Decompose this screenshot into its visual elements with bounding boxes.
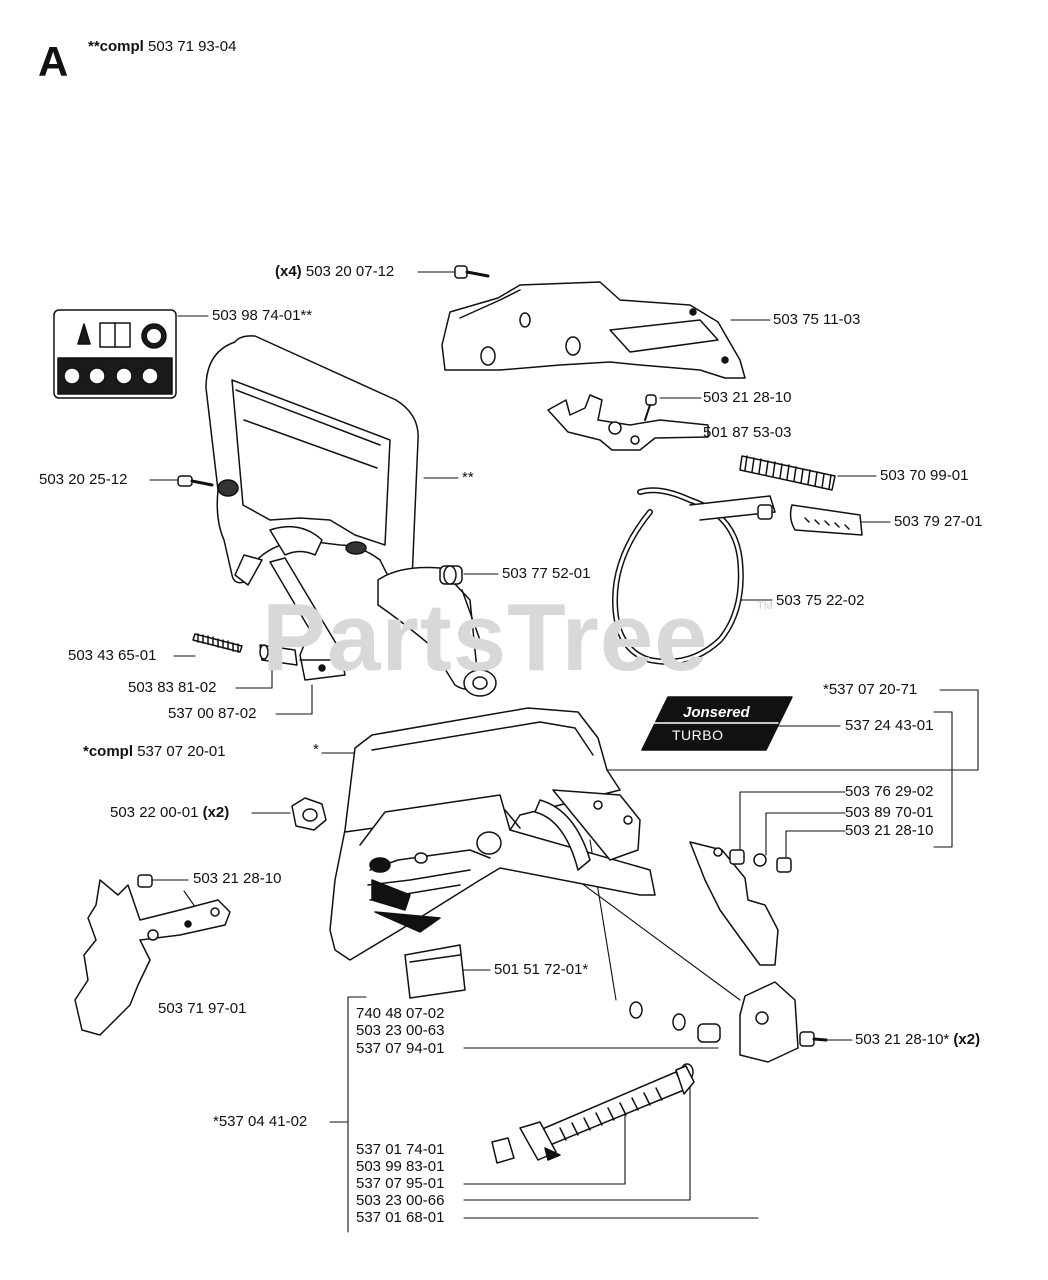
hand-guard [205, 335, 497, 697]
header-number: 503 71 93-04 [148, 38, 237, 55]
brake-lever [269, 557, 346, 681]
brake-band [612, 487, 776, 665]
qty-x2: (x2) [953, 1031, 981, 1048]
label-503-75-11-03: 503 75 11-03 [773, 311, 861, 328]
badge-brand: Jonsered [683, 704, 750, 721]
pin-503-79-27-01 [789, 504, 863, 536]
label-503-43-65-01: 503 43 65-01 [68, 647, 157, 664]
adjuster-housing [739, 981, 828, 1063]
part-number: 503 21 28-10* [855, 1031, 950, 1048]
spring-503-70-99-01 [739, 455, 836, 491]
felt-pad [404, 944, 466, 999]
label-537-24-43-01: 537 24 43-01 [845, 717, 934, 734]
label-501-87-53-03: 501 87 53-03 [703, 424, 792, 441]
screw-503-20-25-12 [177, 475, 214, 487]
qty-x4: (x4) [275, 263, 302, 280]
compl-prefix: *compl [83, 743, 134, 760]
label-537-00-87-02: 537 00 87-02 [168, 705, 257, 722]
screw-503-20-07-12 [454, 265, 490, 279]
part-number: 503 20 07-12 [305, 263, 395, 280]
label-503-23-00-66: 503 23 00-66 [356, 1192, 445, 1209]
label-503-21-28-10-a: 503 21 28-10 [703, 389, 792, 406]
label-compl-537-07-20-01: *compl 537 07 20-01 [83, 743, 226, 761]
label-503-20-25-12: 503 20 25-12 [39, 471, 128, 488]
label-501-51-72-01: 501 51 72-01* [494, 961, 589, 978]
leader-lines [149, 271, 979, 1233]
chain-catcher-plate [689, 841, 792, 966]
badge-model: TURBO [672, 727, 724, 743]
label-537-01-74-01: 537 01 74-01 [356, 1141, 445, 1158]
label-740-48-07-02: 740 48 07-02 [356, 1005, 445, 1022]
label-503-99-83-01: 503 99 83-01 [356, 1158, 445, 1175]
brake-cover-plate [441, 281, 746, 379]
label-503-83-81-02: 503 83 81-02 [128, 679, 217, 696]
label-503-98-74-01: 503 98 74-01** [212, 307, 313, 324]
label-503-89-70-01: 503 89 70-01 [845, 804, 934, 821]
header-compl-number: **compl 503 71 93-04 [88, 38, 236, 56]
tension-screw [491, 1065, 695, 1164]
watermark-tm: TM [757, 600, 773, 612]
qty-x2: (x2) [202, 804, 230, 821]
watermark-text: PartsTree [262, 584, 709, 691]
sleeve-503-83-81-02 [259, 644, 298, 666]
label-503-79-27-01: 503 79 27-01 [894, 513, 983, 530]
nut-503-22-00-01 [291, 797, 327, 831]
part-number: 537 07 20-01 [137, 743, 226, 760]
label-537-04-41-02: *537 04 41-02 [213, 1113, 308, 1130]
label-503-75-22-02: 503 75 22-02 [776, 592, 865, 609]
washers [629, 1001, 721, 1081]
label-503-71-97-01: 503 71 97-01 [158, 1000, 247, 1017]
section-letter: A [38, 38, 69, 85]
lever-501-87-53-03 [547, 394, 709, 451]
header-compl-prefix: **compl [88, 38, 144, 55]
jonsered-turbo-badge [641, 696, 793, 751]
bushing-503-77-52-01 [439, 565, 481, 641]
label-503-21-28-10-x2: 503 21 28-10* (x2) [855, 1031, 980, 1049]
label-503-21-28-10-c: 503 21 28-10 [193, 870, 282, 887]
part-number: 503 22 00-01 [110, 804, 199, 821]
label-537-01-68-01: 537 01 68-01 [356, 1209, 445, 1226]
label-503-70-99-01: 503 70 99-01 [880, 467, 969, 484]
label-537-07-94-01: 537 07 94-01 [356, 1040, 445, 1057]
spring-503-43-65-01 [192, 633, 243, 653]
label-503-21-28-10-b: 503 21 28-10 [845, 822, 934, 839]
rear-bracket [74, 874, 231, 1036]
label-503-22-00-01: 503 22 00-01 (x2) [110, 804, 229, 822]
label-cover-assembly-mark: * [313, 741, 319, 758]
label-537-07-95-01: 537 07 95-01 [356, 1175, 445, 1192]
label-guard-assembly-mark: ** [462, 469, 474, 486]
warning-decal [53, 309, 177, 399]
label-503-23-00-63: 503 23 00-63 [356, 1022, 445, 1039]
label-503-76-29-02: 503 76 29-02 [845, 783, 934, 800]
clutch-cover [329, 707, 656, 961]
label-537-07-20-71: *537 07 20-71 [823, 681, 918, 698]
label-503-77-52-01: 503 77 52-01 [502, 565, 591, 582]
label-503-20-07-12: (x4) 503 20 07-12 [275, 263, 394, 281]
